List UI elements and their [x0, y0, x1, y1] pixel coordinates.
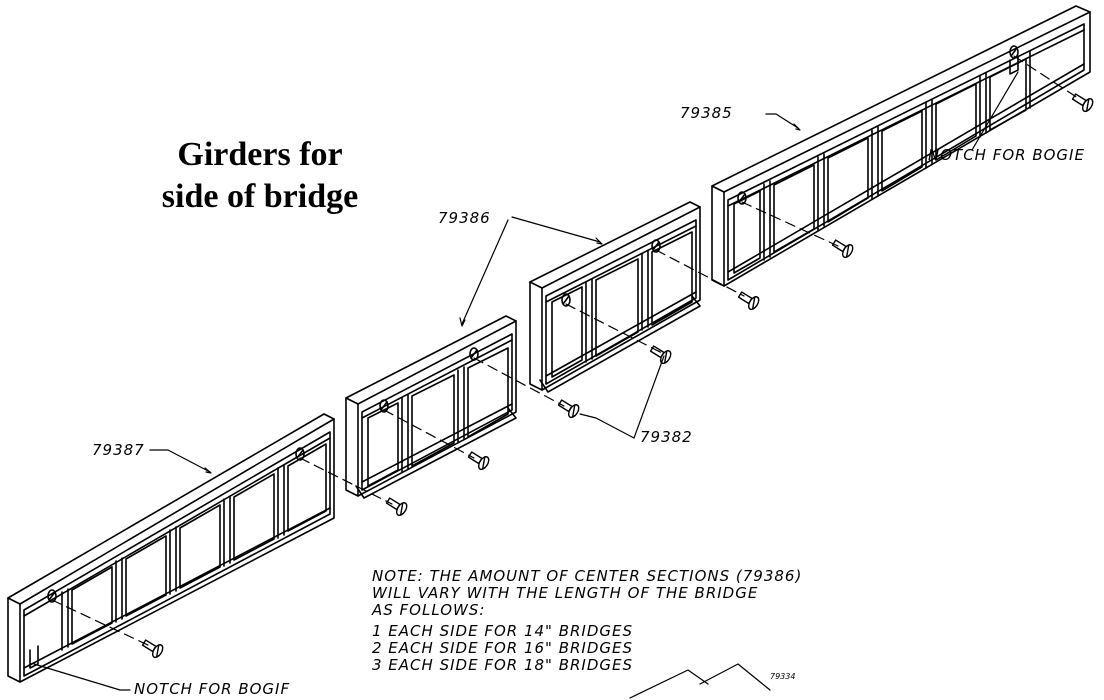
note-item: 3 EACH SIDE FOR 18" BRIDGES	[372, 656, 634, 674]
screw-6	[467, 451, 490, 471]
girder-79386-lower	[345, 315, 517, 499]
callout-79334: 79334	[770, 672, 796, 681]
screw-8	[141, 639, 164, 659]
title-line-1: Girders for	[177, 136, 343, 173]
screw-1	[1071, 93, 1094, 113]
callout-79386: 79386	[438, 209, 491, 227]
girder-79387	[7, 413, 335, 683]
note-line-2: WILL VARY WITH THE LENGTH OF THE BRIDGE	[372, 584, 759, 602]
screw-2	[831, 239, 854, 259]
leader-lines	[33, 71, 1019, 699]
callout-notch-left: NOTCH FOR BOGIF	[134, 680, 291, 698]
callout-notch-right: NOTCH FOR BOGIE	[928, 146, 1085, 164]
note-block: NOTE: THE AMOUNT OF CENTER SECTIONS (793…	[372, 568, 802, 674]
girder-79385	[711, 5, 1091, 287]
screw-3	[737, 291, 760, 311]
screws	[141, 93, 1094, 659]
note-line-1: NOTE: THE AMOUNT OF CENTER SECTIONS (793…	[372, 567, 803, 585]
diagram-title: Girders for side of bridge	[90, 134, 430, 218]
note-line-3: AS FOLLOWS:	[372, 601, 486, 619]
screw-5	[557, 399, 580, 419]
dashed-axis-lines	[51, 55, 1079, 647]
note-item: 1 EACH SIDE FOR 14" BRIDGES	[372, 622, 634, 640]
callout-79385: 79385	[680, 104, 733, 122]
screw-4	[649, 345, 672, 365]
note-item: 2 EACH SIDE FOR 16" BRIDGES	[372, 639, 634, 657]
girder-79386-upper	[529, 201, 701, 393]
callout-79387: 79387	[92, 441, 145, 459]
title-line-2: side of bridge	[161, 178, 359, 215]
screw-7	[385, 497, 408, 517]
callout-79382: 79382	[640, 428, 693, 446]
